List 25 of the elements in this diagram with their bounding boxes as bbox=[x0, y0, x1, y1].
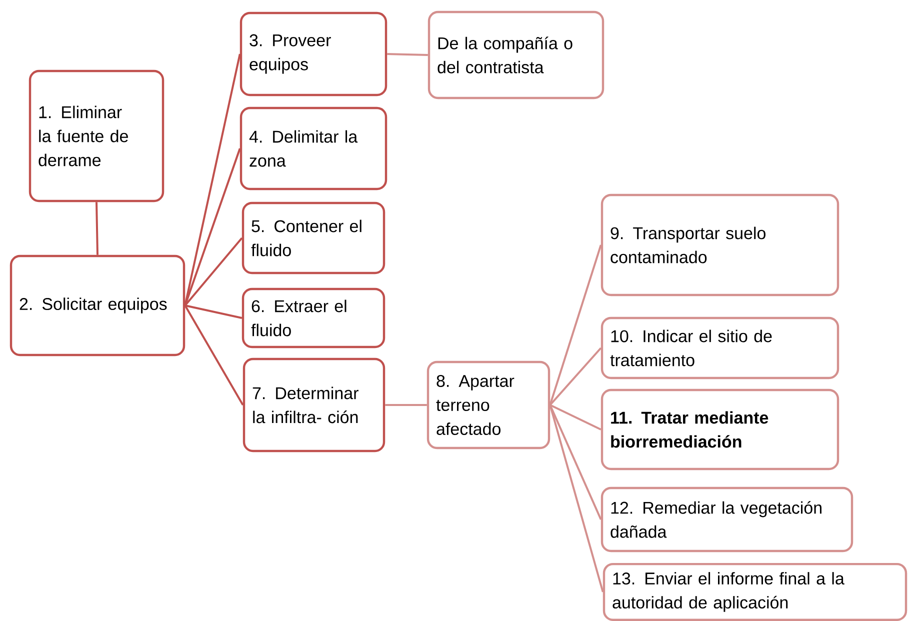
connector-line bbox=[549, 404, 602, 520]
connector-line bbox=[550, 404, 602, 430]
connector-line bbox=[184, 304, 242, 319]
step-box: 8. Apartar terreno afectado bbox=[426, 360, 550, 450]
step-box: 5. Contener el fluido bbox=[242, 202, 386, 274]
connector-line bbox=[549, 347, 602, 406]
step-box: 9. Transportar suelo contaminado bbox=[600, 194, 840, 296]
step-box: 12. Remediar la vegetación dañada bbox=[600, 486, 854, 552]
connector-line bbox=[96, 202, 98, 255]
step-box: 11. Tratar mediante biorremediación bbox=[600, 388, 840, 470]
connector-line bbox=[387, 53, 428, 56]
step-box: De la compañía o del contratista bbox=[428, 10, 604, 100]
step-box: 7. Determinar la infiltra- ción bbox=[242, 358, 386, 452]
connector-line bbox=[549, 404, 604, 592]
step-box: 3. Proveer equipos bbox=[240, 12, 388, 96]
step-box: 6. Extraer el fluido bbox=[242, 288, 386, 348]
step-box: 2. Solicitar equipos bbox=[10, 254, 186, 356]
connector-line bbox=[549, 244, 602, 406]
step-box: 4. Delimitar la zona bbox=[240, 106, 388, 190]
step-box: 1. Eliminar la fuente de derrame bbox=[28, 70, 164, 202]
connector-line bbox=[385, 404, 427, 406]
step-box: 13. Enviar el informe final a la autoridad de aplicación bbox=[602, 562, 908, 621]
step-box: 10. Indicar el sitio de tratamiento bbox=[600, 316, 840, 380]
connector-line bbox=[184, 304, 244, 406]
connector-line bbox=[184, 237, 243, 306]
